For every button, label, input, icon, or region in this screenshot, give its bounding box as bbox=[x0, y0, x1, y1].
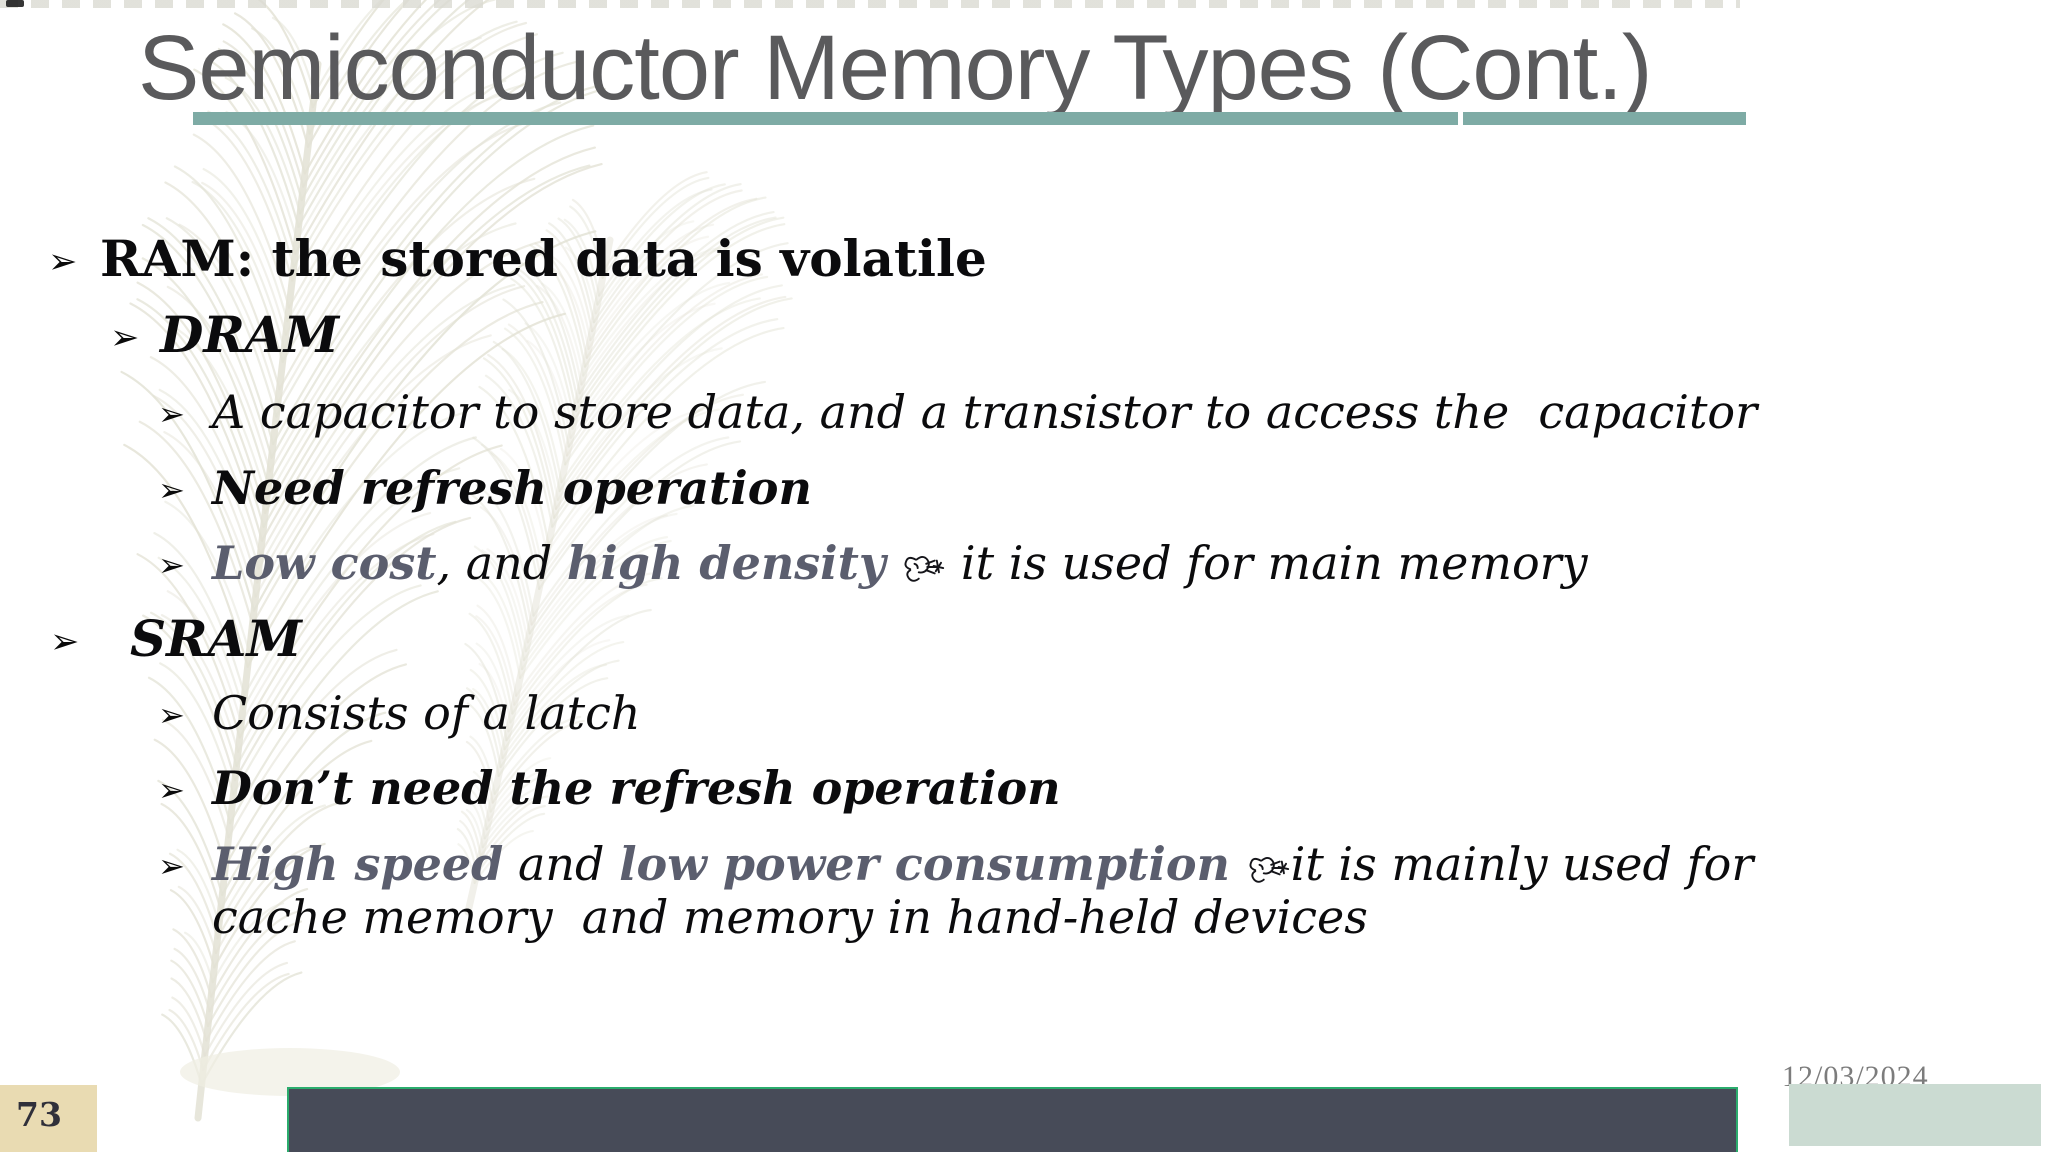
arrow-bullet-icon: ➢ bbox=[158, 696, 185, 734]
emphasis-text-segment: High speed bbox=[212, 837, 504, 891]
text-segment: Don’t need the refresh operation bbox=[212, 761, 1061, 815]
arrow-bullet-icon: ➢ bbox=[158, 395, 185, 433]
text-segment: Consists of a latch bbox=[212, 686, 641, 740]
screen-artifact bbox=[6, 0, 24, 7]
bullet-item: ➢ DRAM bbox=[110, 306, 339, 364]
bullet-item: ➢ Consists of a latch bbox=[158, 686, 641, 740]
emphasis-text-segment: Low cost bbox=[212, 536, 437, 590]
bullet-text: RAM: the stored data is volatile bbox=[100, 230, 987, 288]
footer-bar bbox=[287, 1087, 1738, 1152]
text-segment: Need refresh operation bbox=[212, 461, 812, 515]
text-segment: SRAM bbox=[130, 609, 302, 668]
title-underline bbox=[193, 112, 1458, 125]
wind-face-ornament-icon bbox=[1249, 856, 1289, 883]
emphasis-text-segment: low power consumption bbox=[619, 837, 1230, 891]
slide-number-box: 73 bbox=[0, 1085, 97, 1152]
arrow-bullet-icon: ➢ bbox=[158, 546, 185, 584]
arrow-bullet-icon: ➢ bbox=[158, 471, 185, 509]
slide-number: 73 bbox=[16, 1095, 62, 1134]
text-segment: A capacitor to store data, and a transis… bbox=[212, 385, 1758, 439]
bullet-text: SRAM bbox=[130, 610, 302, 668]
arrow-bullet-icon: ➢ bbox=[50, 622, 80, 662]
slide-title: Semiconductor Memory Types (Cont.) bbox=[138, 17, 1653, 119]
bullet-text: DRAM bbox=[160, 306, 339, 364]
text-segment: RAM: the stored data is volatile bbox=[100, 229, 987, 288]
text-segment: it is mainly used for bbox=[1290, 837, 1768, 891]
emphasis-text-segment: high density bbox=[566, 536, 886, 590]
wind-face-ornament-icon bbox=[904, 555, 945, 582]
ornament-dash-row bbox=[0, 0, 1740, 8]
arrow-bullet-icon: ➢ bbox=[158, 771, 185, 809]
text-segment bbox=[886, 536, 901, 590]
arrow-bullet-icon: ➢ bbox=[110, 318, 140, 358]
bullet-text: Low cost, and high density it is used fo… bbox=[212, 536, 1588, 590]
bullet-item: ➢ High speed and low power consumption it… bbox=[158, 837, 1768, 945]
text-segment: , and bbox=[436, 536, 567, 590]
bullet-text: Don’t need the refresh operation bbox=[212, 761, 1061, 815]
title-underline bbox=[1463, 112, 1746, 125]
text-segment: cache memory and memory in hand-held dev… bbox=[212, 890, 1368, 945]
arrow-bullet-icon: ➢ bbox=[158, 847, 185, 885]
footer-accent-box bbox=[1789, 1084, 2041, 1146]
bullet-item: ➢ Don’t need the refresh operation bbox=[158, 761, 1061, 815]
bullet-item: ➢ SRAM bbox=[50, 610, 302, 668]
bullet-text: Consists of a latch bbox=[212, 686, 641, 740]
text-segment: and bbox=[503, 837, 620, 891]
bullet-item: ➢ A capacitor to store data, and a transi… bbox=[158, 385, 1758, 439]
bullet-item: ➢ RAM: the stored data is volatile bbox=[48, 230, 987, 288]
text-segment bbox=[1230, 837, 1245, 891]
arrow-bullet-icon: ➢ bbox=[48, 242, 78, 282]
text-segment: it is used for main memory bbox=[946, 536, 1588, 590]
text-segment: DRAM bbox=[160, 305, 340, 364]
bullet-text: A capacitor to store data, and a transis… bbox=[212, 385, 1758, 439]
bullet-text: Need refresh operation bbox=[212, 461, 812, 515]
bullet-item: ➢ Low cost, and high density it is used f… bbox=[158, 536, 1588, 590]
bullet-text: High speed and low power consumption it … bbox=[212, 837, 1768, 945]
bullet-item: ➢ Need refresh operation bbox=[158, 461, 812, 515]
